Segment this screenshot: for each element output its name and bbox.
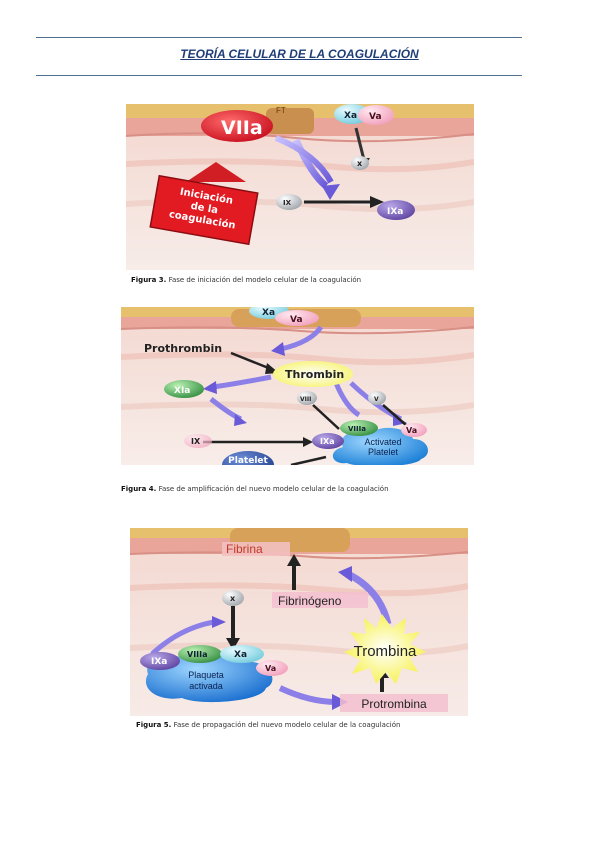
figure-5-caption: Figura 5. Fase de propagación del nuevo … (136, 721, 400, 729)
fig3-box-line2: de la (190, 201, 219, 217)
fig5-label-trombina: Trombina (354, 643, 417, 660)
fig4-label-activated-platelet: Platelet (368, 447, 399, 457)
title-underline-rule (36, 75, 522, 76)
figure-5-image: Fibrina Fibrinógeno x IXa VIIIa Xa Va Pl… (130, 528, 468, 716)
fig3-label-va: Va (369, 112, 382, 122)
figure-3-caption-label: Figura 3. (131, 276, 167, 284)
fig3-label-ix: IX (283, 199, 292, 207)
fig4-label-va: Va (290, 315, 303, 325)
figure-4-image: Xa Va Prothrombin Thrombin XIa VIII V VI… (121, 307, 474, 465)
fig4-label-xa: Xa (262, 308, 275, 318)
figure-4-caption: Figura 4. Fase de amplificación del nuev… (121, 485, 389, 493)
fig3-label-ixa: IXa (387, 207, 403, 217)
top-rule (36, 37, 522, 38)
figure-3-caption: Figura 3. Fase de iniciación del modelo … (131, 276, 361, 284)
fig5-label-activada: activada (189, 681, 223, 691)
fig5-label-xa: Xa (234, 650, 247, 660)
figure-4-caption-label: Figura 4. (121, 485, 157, 493)
fig5-label-plaqueta: Plaqueta (188, 670, 224, 680)
fig4-label-ix: IX (191, 437, 201, 446)
fig4-label-viiia: VIIIa (348, 425, 366, 433)
fig4-label-viii: VIII (300, 396, 311, 403)
figure-5-caption-text: Fase de propagación del nuevo modelo cel… (173, 721, 401, 729)
fig5-label-viiia: VIIIa (187, 650, 208, 659)
figure-5-caption-label: Figura 5. (136, 721, 172, 729)
fig4-label-platelet: Platelet (228, 456, 268, 465)
fig4-label-va2: Va (406, 426, 417, 435)
fig5-label-x: x (230, 594, 236, 603)
figure-3-image: FT VIIa Xa Va x IX IXa Iniciación de la … (126, 104, 474, 270)
fig5-label-fibrina: Fibrina (226, 542, 263, 556)
fig4-label-prothrombin: Prothrombin (144, 342, 222, 355)
fig5-label-va: Va (265, 664, 276, 673)
fig3-label-ft: FT (276, 106, 286, 115)
fig5-label-protrombina: Protrombina (361, 697, 427, 711)
fig4-label-v: V (374, 396, 379, 403)
fig5-label-fibrinogeno: Fibrinógeno (278, 594, 342, 608)
figure-4-caption-text: Fase de amplificación del nuevo modelo c… (158, 485, 389, 493)
fig4-label-ixa: IXa (320, 437, 335, 446)
page-title: TEORÍA CELULAR DE LA COAGULACIÓN (180, 47, 419, 61)
fig4-label-thrombin: Thrombin (285, 368, 344, 381)
figure-3-caption-text: Fase de iniciación del modelo celular de… (168, 276, 362, 284)
fig3-label-x: x (357, 159, 363, 168)
fig3-label-vii: VIIa (221, 117, 263, 139)
fig4-label-activated: Activated (364, 437, 401, 447)
fig4-label-xia: XIa (174, 386, 190, 396)
fig5-label-ixa: IXa (151, 657, 167, 667)
fig3-label-xa: Xa (344, 111, 357, 121)
